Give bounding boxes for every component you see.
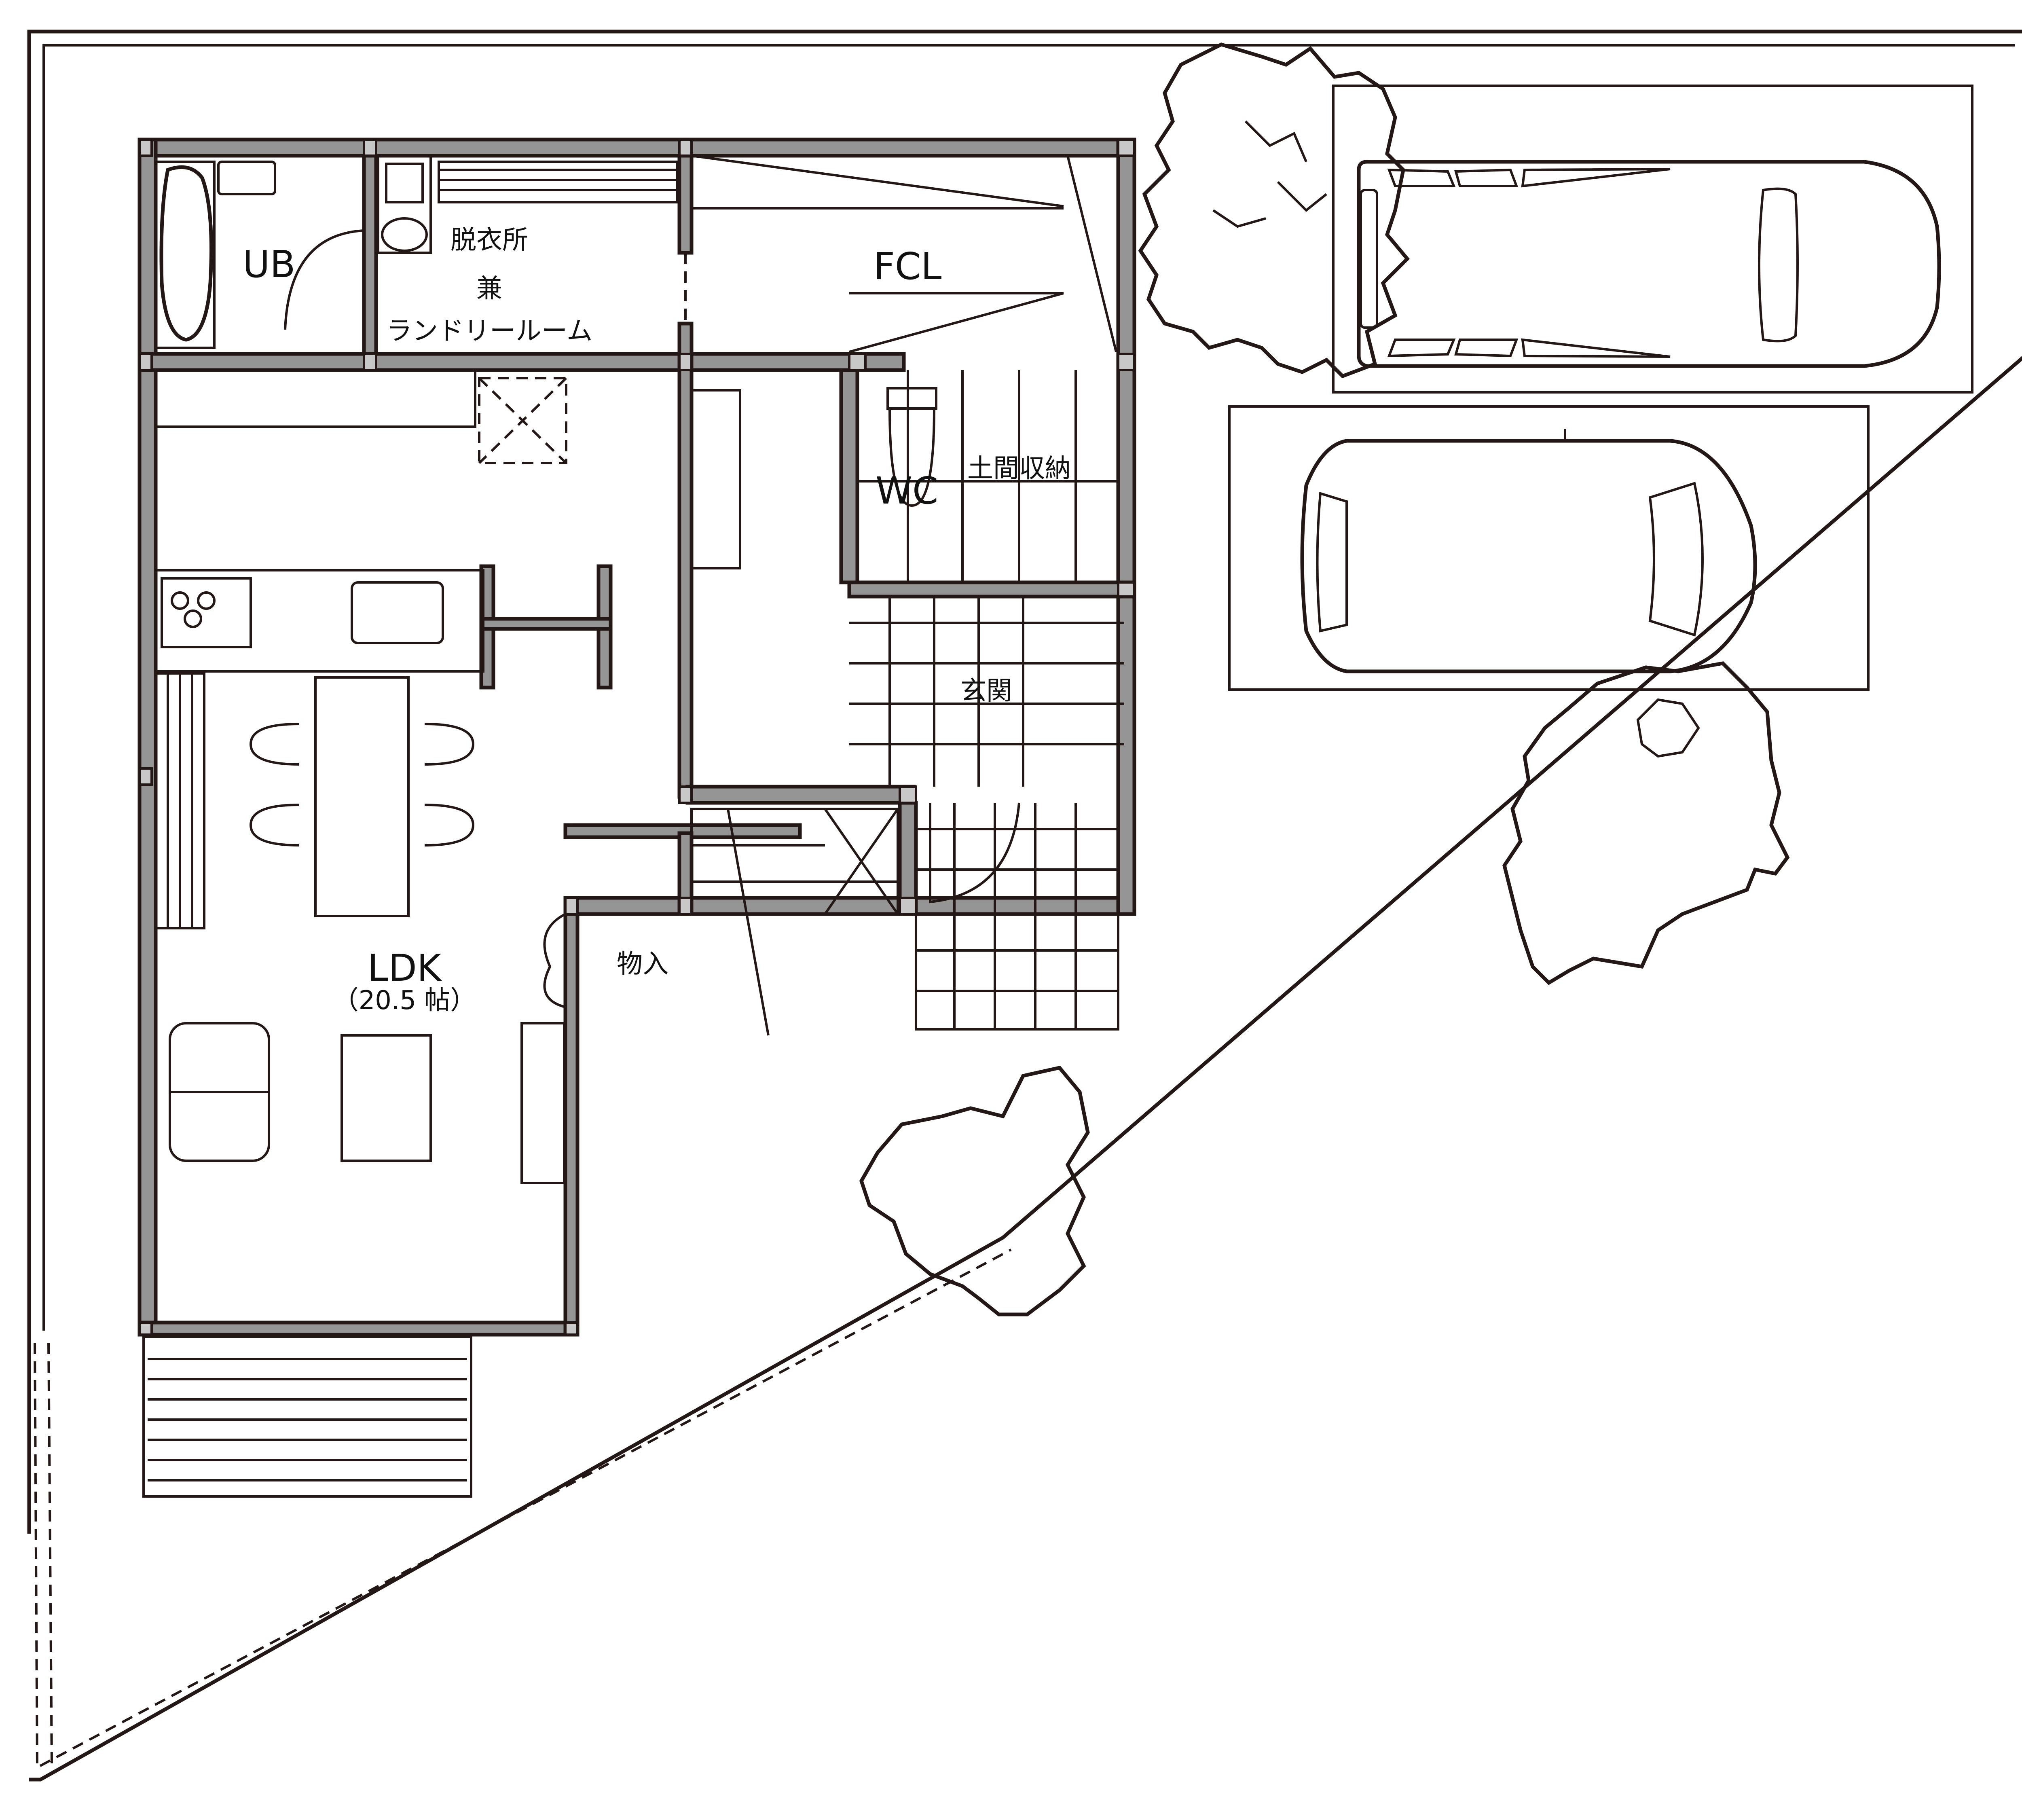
dining-table [314, 676, 410, 917]
room-label-laundry: ランドリールーム [386, 316, 592, 346]
washing-machine [377, 154, 432, 254]
car-icon [1300, 429, 1757, 673]
room-label-dressing: 脱衣所 [451, 225, 528, 255]
site-boundary [27, 30, 2022, 1782]
room-label-ldk: LDK [368, 946, 442, 990]
wood-deck [142, 1335, 472, 1498]
tile-grid-storage [857, 370, 1118, 582]
skylight [478, 377, 567, 464]
room-label-storage: 物入 [617, 949, 668, 979]
tv-board [520, 1022, 565, 1184]
front-door-swing [929, 802, 1020, 904]
bench [154, 672, 205, 929]
tree-icon-bottom [859, 1066, 1090, 1316]
storage-door [543, 913, 566, 1008]
parking-space-2 [1228, 405, 1870, 691]
tree-icon-top [1138, 42, 1410, 379]
coffee-table [341, 1034, 432, 1162]
room-label-ub: UB [243, 243, 295, 286]
room-label-doma-storage: 土間収納 [967, 454, 1071, 484]
parking-space-1 [1332, 85, 1973, 394]
door-swing [284, 229, 364, 330]
chair-icon [249, 723, 475, 847]
car-icon [1357, 160, 1941, 368]
closet-fcl [684, 154, 1117, 353]
room-label-fcl: FCL [874, 245, 941, 288]
sofa [169, 1022, 270, 1162]
toilet [886, 387, 937, 507]
room-label-entrance: 玄関 [960, 676, 1012, 706]
room-size-ldk: （20.5 帖） [333, 986, 476, 1016]
shoe-cabinet [690, 389, 741, 569]
room-label-dressing-2: 兼 [476, 274, 502, 304]
floor1-plan: UB 脱衣所 兼 ランドリールーム FCL WC 土間収納 玄関 物入 LDK … [137, 138, 1136, 1498]
bathtub [154, 161, 276, 349]
tile-grid-entrance [849, 597, 1124, 1031]
staircase [690, 808, 899, 1036]
kitchen-counter [154, 369, 484, 673]
tree-icon-middle [1502, 661, 1790, 985]
structural-columns [138, 138, 1136, 1336]
room-label-wc: WC [876, 469, 938, 512]
shelf [438, 161, 679, 203]
